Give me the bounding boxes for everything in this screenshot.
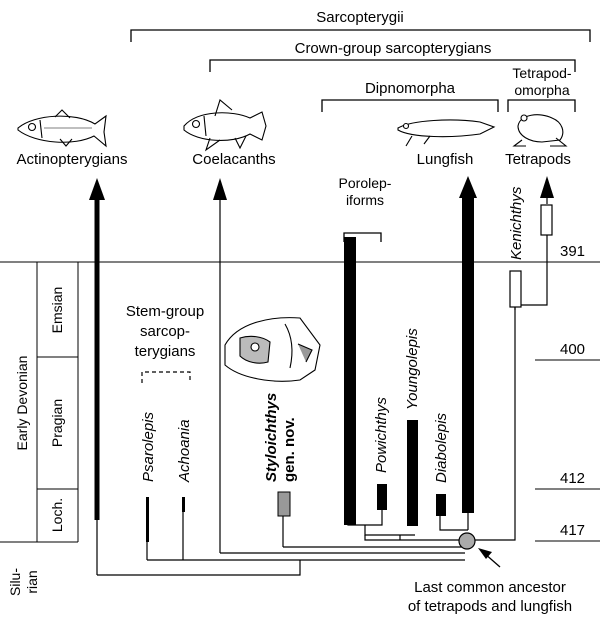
age-417: 417 (560, 522, 585, 539)
powichthys-range (377, 484, 387, 510)
stem-group-label-2: sarcop- (140, 323, 190, 340)
achoania-label: Achoania (176, 419, 193, 483)
lungfish-label: Lungfish (417, 151, 474, 168)
lungfish-drawing (397, 119, 496, 147)
psarolepis-range (146, 497, 149, 542)
styloichthys-skull-drawing (224, 317, 321, 382)
achoania-range (182, 497, 185, 512)
kenichthys-range (509, 270, 522, 308)
stem-group-label-3: terygians (135, 343, 196, 360)
pragian-label: Pragian (49, 399, 65, 447)
lungfish-arrow (459, 176, 477, 513)
stem-group-label-1: Stem-group (126, 303, 204, 320)
coelacanths-arrow (213, 178, 227, 205)
dipnomorpha-bracket (321, 99, 499, 112)
tetrapods-label: Tetrapods (505, 151, 571, 168)
age-391: 391 (560, 243, 585, 260)
sarcopterygii-label: Sarcopterygii (316, 9, 404, 26)
sarcopterygii-bracket (130, 29, 591, 42)
crown-group-bracket (209, 59, 576, 72)
lca-node (458, 532, 476, 550)
kenichthys-label: Kenichthys (508, 186, 525, 260)
actinopterygian-fish-drawing (17, 109, 107, 148)
porolepiform-range (344, 237, 356, 525)
youngolepis-label: Youngolepis (404, 328, 421, 410)
tree-branches (96, 200, 548, 576)
styloichthys-genus-note: gen. nov. (281, 417, 298, 482)
lochkovian-label: Loch. (49, 498, 65, 532)
porolepiforms-label-2: iforms (346, 192, 384, 208)
silurian-label-2: rian (24, 570, 40, 593)
porolepiforms-label-1: Porolep- (339, 175, 392, 191)
lca-pointer-arrow (478, 548, 501, 568)
tetrapods-arrow (540, 176, 554, 204)
actinopterygians-arrow (89, 178, 105, 520)
styloichthys-range (277, 491, 291, 517)
age-400: 400 (560, 341, 585, 358)
age-412: 412 (560, 470, 585, 487)
frog-drawing (512, 114, 568, 147)
tetrapodomorpha-label-2: omorpha (514, 82, 569, 98)
tetrapodomorpha-bracket (507, 99, 576, 112)
early-devonian-label: Early Devonian (14, 356, 30, 451)
emsian-label: Emsian (49, 287, 65, 334)
lca-annotation-2: of tetrapods and lungfish (408, 598, 572, 615)
age-ticks (535, 359, 600, 542)
tetrapodomorpha-label-1: Tetrapod- (512, 65, 571, 81)
psarolepis-label: Psarolepis (140, 411, 157, 482)
crown-group-label: Crown-group sarcopterygians (295, 40, 492, 57)
diabolepis-label: Diabolepis (433, 412, 450, 483)
coelacanth-drawing (183, 99, 267, 152)
coelacanths-label: Coelacanths (192, 151, 275, 168)
actinopterygians-label: Actinopterygians (17, 151, 128, 168)
diabolepis-range (436, 494, 446, 516)
stem-group-bracket (141, 371, 191, 383)
lca-annotation-1: Last common ancestor (414, 579, 566, 596)
timescale-column (0, 262, 79, 543)
dipnomorpha-label: Dipnomorpha (365, 80, 456, 97)
youngolepis-range (407, 420, 418, 526)
silurian-label-1: Silu- (7, 568, 23, 596)
tetrapod-early-range (540, 204, 553, 236)
styloichthys-label: Styloichthys (263, 393, 280, 482)
powichthys-label: Powichthys (373, 397, 390, 473)
